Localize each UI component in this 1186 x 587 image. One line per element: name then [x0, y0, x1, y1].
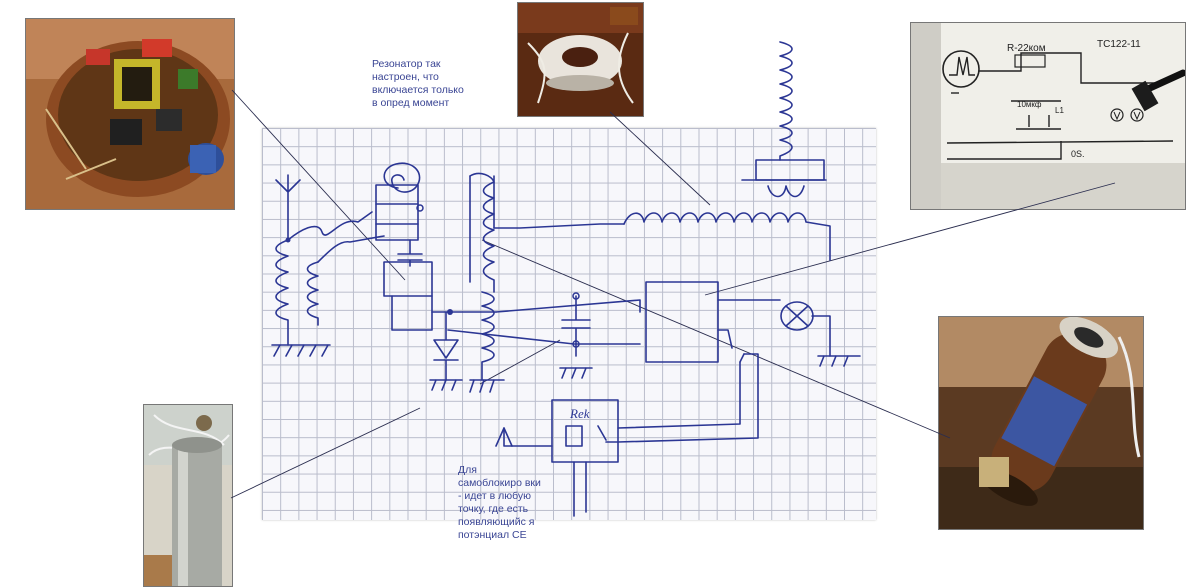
diode-network: [429, 309, 497, 391]
pcb-photo: [25, 18, 235, 210]
wire-lower-control: [447, 329, 641, 345]
capacitor-small: [397, 239, 423, 267]
pcb-photo-image: [26, 19, 234, 209]
lower-center-coil: [469, 291, 505, 393]
wire-relay-return: [739, 353, 745, 363]
wire-antenna-resonator: [287, 211, 373, 241]
capacitor-middle: [559, 292, 593, 379]
leader-line-capacitor: [230, 407, 421, 499]
resonator-block: [383, 261, 433, 297]
ground-label: 0S.: [1071, 149, 1085, 159]
leader-lines: [230, 89, 1116, 499]
leader-line-toroid: [609, 111, 711, 206]
leader-line-pcb: [231, 89, 406, 281]
leader-line-coil-tube: [481, 239, 951, 439]
wire-coil-resonator: [317, 235, 385, 263]
leader-line-reference: [704, 182, 1116, 296]
relay-label: Rek: [569, 406, 590, 421]
wire-center-top: [493, 223, 625, 229]
thyristor-label: ТС122-11: [1097, 39, 1141, 50]
control-block: [645, 281, 719, 363]
toroid-photo: [517, 2, 644, 117]
top-right-coil: [741, 41, 827, 198]
toroid-photo-image: [518, 3, 643, 116]
coil-tube-photo: [938, 316, 1144, 530]
resistor-label: R-22ком: [1007, 43, 1046, 54]
capacitor-photo-image: [144, 405, 232, 586]
relay-symbol: Rek: [495, 353, 759, 517]
center-coil: [469, 172, 495, 293]
graph-paper-sheet: [262, 128, 876, 520]
capacitor-label: 10мкф: [1017, 100, 1042, 109]
wire-center-control: [495, 299, 641, 313]
resonator-annotation: Резонатор так настроен, что включается т…: [372, 58, 464, 109]
coil-label: L1: [1055, 106, 1064, 115]
wire-control-out: [717, 299, 781, 349]
ground-symbol-left: [271, 344, 331, 357]
top-long-coil: [623, 212, 831, 261]
leader-line-ground: [479, 339, 561, 385]
resonator-symbol: [375, 162, 424, 241]
antenna-symbol: [275, 174, 301, 241]
self-blocking-annotation: Для самоблокиро вки - идет в любую точку…: [458, 464, 541, 541]
input-coil: [275, 237, 319, 346]
coil-tube-photo-image: [939, 317, 1143, 529]
wire-block-loop: [391, 295, 433, 331]
lamp-symbol: [780, 301, 861, 367]
